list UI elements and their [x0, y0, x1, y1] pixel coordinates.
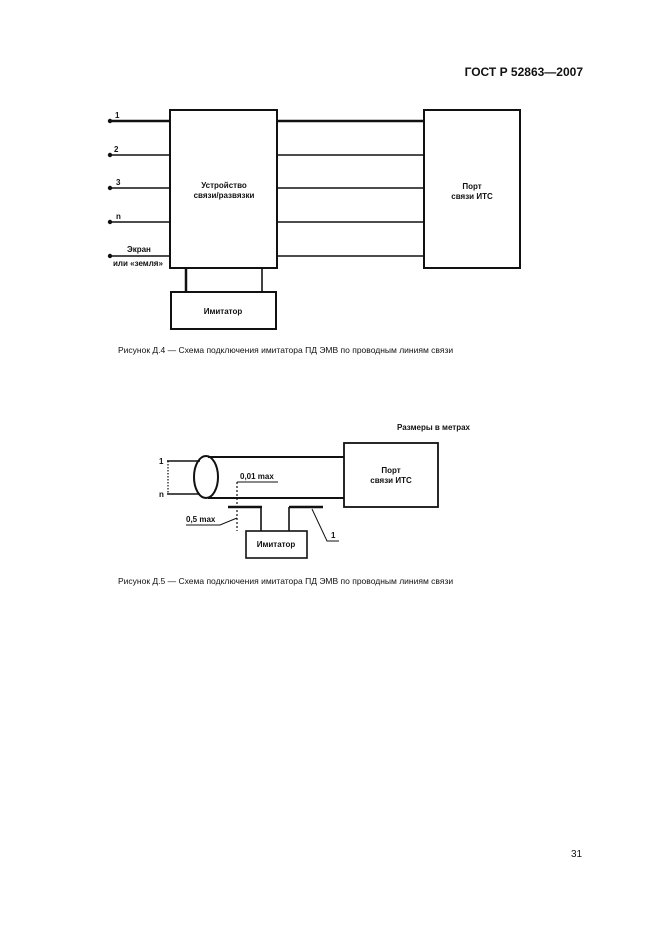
figure-d5: Размеры в метрах 1 n 0,01 max 0,5 max По… [159, 423, 471, 559]
simulator-box [245, 530, 308, 559]
port-label: Порт [462, 182, 481, 191]
port-box [423, 109, 521, 269]
simulator-box [170, 291, 277, 330]
figure-caption: Рисунок Д.5 — Схема подключения имитатор… [118, 576, 454, 586]
input-lines [110, 119, 170, 257]
dimension-label: 0,5 max [186, 515, 216, 524]
figure-caption: Рисунок Д.4 — Схема подключения имитатор… [118, 345, 454, 355]
port-label: связи ИТС [451, 192, 493, 201]
input-label: n [116, 212, 121, 221]
figure-d4: 1 2 3 n Экран или «земля» Устройство свя… [107, 109, 521, 330]
simulator-label: Имитатор [257, 540, 296, 549]
page-number: 31 [571, 849, 583, 860]
input-label: 3 [116, 178, 121, 187]
wire-label: n [159, 490, 164, 499]
input-label: 2 [114, 145, 119, 154]
screen-label: или «земля» [113, 259, 163, 268]
port-label: Порт [381, 466, 400, 475]
callout-label: 1 [331, 531, 336, 540]
input-label: 1 [115, 111, 120, 120]
screen-label: Экран [127, 245, 151, 254]
coupling-device-label: Устройство [201, 181, 247, 190]
standard-header: ГОСТ Р 52863—2007 [464, 65, 583, 79]
coupling-device-label: связи/развязки [194, 191, 255, 200]
connecting-lines [277, 119, 424, 257]
wire-label: 1 [159, 457, 164, 466]
dimension-label: 0,01 max [240, 472, 274, 481]
coupling-device-box [169, 109, 278, 269]
port-box [343, 442, 439, 508]
dimensions-note: Размеры в метрах [397, 423, 471, 432]
terminal-dots [107, 118, 113, 259]
simulator-label: Имитатор [204, 307, 243, 316]
cable-shield [193, 455, 219, 499]
port-label: связи ИТС [370, 476, 412, 485]
